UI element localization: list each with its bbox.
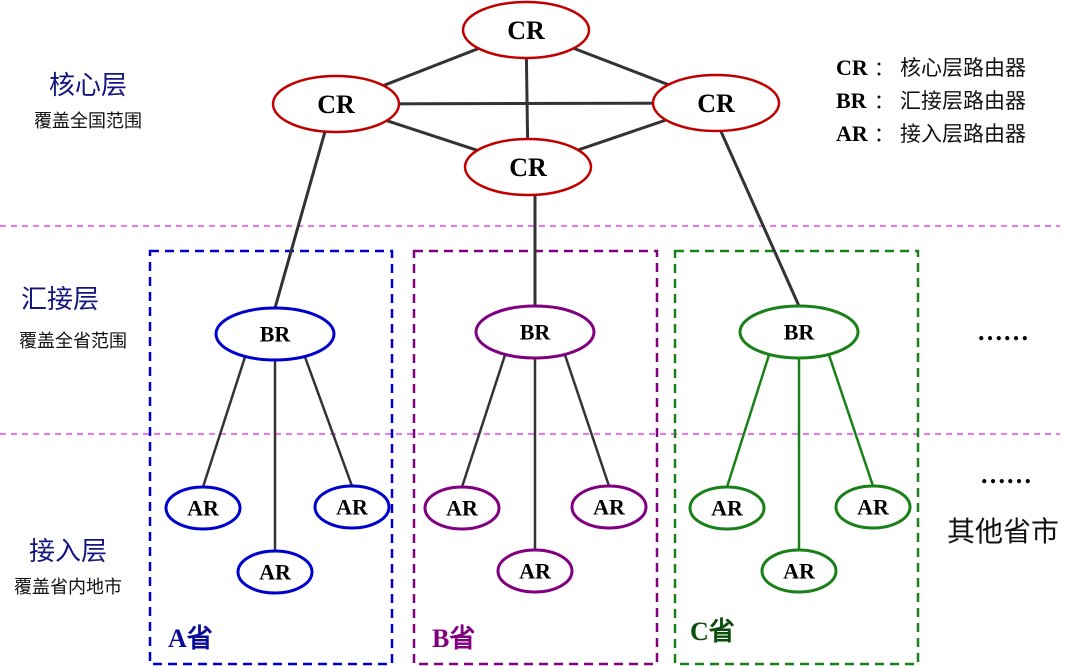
router-br-2-shape [738, 304, 860, 360]
br-ar-link-1-2 [563, 354, 611, 487]
router-ar-0-2-shape [313, 484, 391, 530]
layer-title: 核心层 [49, 71, 127, 101]
router-cr-bottom: CR [463, 137, 593, 197]
router-br-2: BR [738, 304, 860, 360]
layer-title: 接入层 [29, 537, 107, 567]
province-label-c: C省 [690, 617, 735, 646]
layer-aggregation-label: 汇接层 覆盖全省范围 [19, 285, 127, 352]
router-cr-left-label: CR [317, 90, 355, 119]
legend-desc: 核心层路由器 [900, 56, 1026, 80]
legend-desc: 汇接层路由器 [900, 89, 1026, 113]
br-ar-link-2-2 [827, 354, 875, 487]
router-ar-1-1: AR [496, 548, 574, 594]
router-ar-1-2-label: AR [593, 495, 626, 520]
router-ar-0-0: AR [164, 485, 242, 531]
br-ar-link-0-0 [201, 356, 247, 488]
legend-desc: 接入层路由器 [900, 122, 1026, 146]
legend-item-cr: CR ： 核心层路由器 [836, 55, 1026, 80]
router-ar-0-1-label: AR [259, 560, 292, 585]
router-ar-2-2-shape [834, 484, 912, 530]
router-br-1-label: BR [520, 320, 552, 345]
router-cr-right-shape [651, 73, 781, 133]
router-cr-bottom-shape [463, 137, 593, 197]
router-ar-0-2: AR [313, 484, 391, 530]
uplink-cr-left-br-0 [273, 127, 328, 309]
router-ar-2-1-label: AR [783, 559, 816, 584]
ellipsis-access: …… [980, 460, 1032, 489]
province-box-a [148, 249, 394, 666]
router-ar-2-2: AR [834, 484, 912, 530]
legend-item-br: BR ： 汇接层路由器 [836, 88, 1026, 113]
router-ar-2-0-label: AR [711, 496, 744, 521]
router-ar-2-0: AR [688, 485, 766, 531]
router-cr-bottom-label: CR [509, 153, 547, 182]
legend-item-ar: AR ： 接入层路由器 [836, 121, 1026, 146]
router-ar-0-1: AR [236, 549, 314, 595]
router-ar-2-2-label: AR [857, 495, 890, 520]
legend-key: AR [836, 121, 869, 146]
legend-separator: ： [874, 122, 894, 146]
router-br-1-shape [474, 304, 596, 360]
legend-key: CR [836, 55, 869, 80]
router-cr-right-label: CR [697, 89, 735, 118]
router-br-0-shape [214, 306, 336, 362]
router-ar-0-0-label: AR [187, 496, 220, 521]
legend-key: BR [836, 88, 868, 113]
province-label-a: A省 [168, 624, 213, 653]
legend-separator: ： [874, 89, 894, 113]
router-ar-0-1-shape [236, 549, 314, 595]
router-cr-right: CR [651, 73, 781, 133]
province-box-c [673, 249, 920, 666]
router-ar-1-0: AR [423, 485, 501, 531]
router-br-2-label: BR [784, 320, 816, 345]
router-ar-0-2-label: AR [336, 495, 369, 520]
router-ar-2-1: AR [760, 548, 838, 594]
router-ar-1-1-label: AR [519, 559, 552, 584]
router-ar-1-0-label: AR [446, 496, 479, 521]
router-ar-0-0-shape [164, 485, 242, 531]
ellipsis-aggregation: …… [977, 317, 1029, 346]
province-label-b: B省 [432, 624, 475, 653]
router-br-0-label: BR [260, 322, 292, 347]
router-ar-1-0-shape [423, 485, 501, 531]
layer-subtitle: 覆盖全省范围 [19, 331, 127, 352]
uplink-cr-right-br-2 [717, 126, 801, 307]
br-ar-link-1-0 [460, 354, 507, 488]
router-ar-1-2: AR [570, 484, 648, 530]
router-cr-left-shape [271, 74, 401, 134]
router-ar-1-1-shape [496, 548, 574, 594]
router-ar-1-2-shape [570, 484, 648, 530]
layer-subtitle: 覆盖全国范围 [34, 111, 142, 132]
router-cr-top-label: CR [507, 16, 545, 45]
nodes-group: CR CR CR CR BR AR AR AR BR AR AR AR BR AR AR AR [164, 0, 912, 595]
router-cr-left: CR [271, 74, 401, 134]
other-provinces-label: 其他省市 [947, 515, 1059, 548]
legend: CR ： 核心层路由器 BR ： 汇接层路由器 AR ： 接入层路由器 [836, 55, 1026, 146]
router-cr-top: CR [461, 0, 591, 60]
layer-subtitle: 覆盖省内地市 [14, 577, 122, 598]
router-cr-top-shape [461, 0, 591, 60]
br-ar-link-2-0 [725, 354, 771, 488]
layer-core-label: 核心层 覆盖全国范围 [34, 71, 142, 132]
router-br-1: BR [474, 304, 596, 360]
router-br-0: BR [214, 306, 336, 362]
legend-separator: ： [874, 56, 894, 80]
br-ar-link-0-2 [303, 356, 354, 487]
layer-access-label: 接入层 覆盖省内地市 [14, 537, 122, 598]
router-ar-2-0-shape [688, 485, 766, 531]
layer-title: 汇接层 [21, 285, 99, 315]
router-ar-2-1-shape [760, 548, 838, 594]
